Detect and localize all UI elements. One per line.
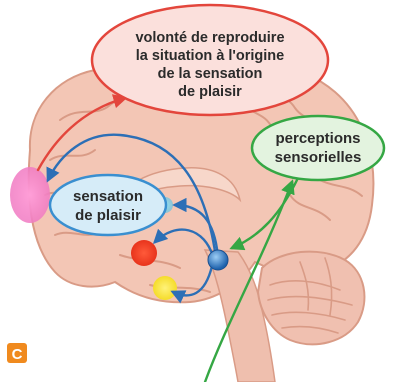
perceptions-callout-line-2: sensorielles <box>275 149 362 166</box>
panel-letter: C <box>12 346 23 363</box>
hippocampus-region <box>153 276 177 300</box>
perceptions-callout: perceptions sensorielles <box>252 116 384 180</box>
pleasure-callout-line-2: de plaisir <box>75 207 141 224</box>
will-callout: volonté de reproduire la situation à l'o… <box>92 5 328 115</box>
will-callout-line-4: de plaisir <box>178 84 242 100</box>
pleasure-callout-line-1: sensation <box>73 188 143 205</box>
cerebellum <box>258 252 364 345</box>
perceptions-callout-line-1: perceptions <box>275 130 360 147</box>
prefrontal-cortex-region <box>10 167 50 223</box>
panel-badge: C <box>7 343 27 363</box>
will-callout-line-1: volonté de reproduire <box>135 30 284 46</box>
amygdala-region <box>131 240 157 266</box>
vta-region <box>208 250 228 270</box>
will-callout-line-2: la situation à l'origine <box>136 48 284 64</box>
will-callout-line-3: de la sensation <box>158 66 263 82</box>
pleasure-callout: sensation de plaisir <box>50 175 166 235</box>
